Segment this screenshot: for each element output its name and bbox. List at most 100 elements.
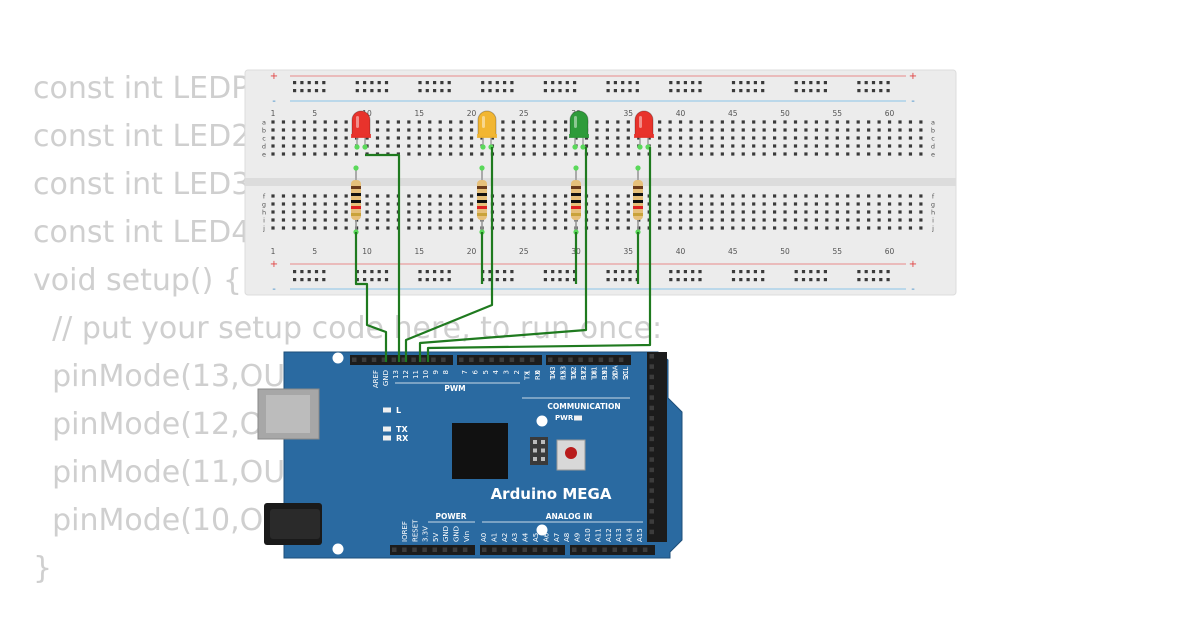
terminal-hole[interactable]	[501, 194, 505, 198]
rail-hole[interactable]	[447, 278, 451, 282]
terminal-hole[interactable]	[678, 144, 683, 148]
terminal-hole[interactable]	[877, 128, 881, 132]
rail-hole[interactable]	[293, 278, 297, 282]
terminal-hole[interactable]	[438, 226, 442, 230]
terminal-hole[interactable]	[271, 136, 275, 140]
terminal-hole[interactable]	[668, 202, 672, 206]
terminal-hole[interactable]	[553, 120, 557, 124]
header-pin[interactable]	[649, 509, 655, 514]
rail-hole[interactable]	[823, 270, 827, 274]
terminal-hole[interactable]	[417, 202, 421, 206]
terminal-hole[interactable]	[501, 144, 505, 148]
rail-hole[interactable]	[761, 89, 765, 93]
terminal-hole[interactable]	[856, 136, 860, 140]
rail-hole[interactable]	[676, 270, 680, 274]
rail-hole[interactable]	[314, 278, 319, 282]
terminal-hole[interactable]	[334, 210, 338, 214]
rail-hole[interactable]	[753, 89, 757, 93]
rail-hole[interactable]	[363, 81, 367, 85]
terminal-hole[interactable]	[731, 136, 735, 140]
terminal-hole[interactable]	[835, 128, 839, 132]
rail-hole[interactable]	[503, 89, 507, 93]
terminal-hole[interactable]	[532, 120, 536, 124]
terminal-hole[interactable]	[908, 136, 913, 140]
rail-hole[interactable]	[558, 270, 562, 274]
rail-hole[interactable]	[551, 270, 555, 274]
rail-hole[interactable]	[691, 81, 695, 85]
terminal-hole[interactable]	[616, 120, 620, 124]
terminal-hole[interactable]	[626, 218, 630, 222]
terminal-hole[interactable]	[407, 136, 411, 140]
terminal-hole[interactable]	[908, 202, 913, 206]
header-pin[interactable]	[411, 357, 416, 363]
terminal-hole[interactable]	[334, 194, 338, 198]
rail-hole[interactable]	[363, 270, 367, 274]
rail-hole[interactable]	[510, 81, 514, 85]
rail-hole[interactable]	[698, 89, 702, 93]
terminal-hole[interactable]	[396, 144, 400, 148]
terminal-hole[interactable]	[856, 194, 860, 198]
terminal-hole[interactable]	[773, 152, 777, 156]
terminal-hole[interactable]	[469, 120, 474, 124]
rail-hole[interactable]	[739, 81, 743, 85]
terminal-hole[interactable]	[271, 128, 275, 132]
rail-hole[interactable]	[440, 81, 444, 85]
rail-hole[interactable]	[551, 278, 555, 282]
terminal-hole[interactable]	[825, 144, 829, 148]
rail-hole[interactable]	[495, 81, 499, 85]
terminal-hole[interactable]	[292, 144, 296, 148]
header-pin[interactable]	[649, 498, 655, 504]
terminal-hole[interactable]	[407, 210, 411, 214]
rail-hole[interactable]	[418, 89, 422, 93]
rail-hole[interactable]	[801, 81, 806, 85]
terminal-hole[interactable]	[428, 136, 432, 140]
terminal-hole[interactable]	[762, 194, 766, 198]
rail-hole[interactable]	[293, 81, 297, 85]
terminal-hole[interactable]	[344, 194, 348, 198]
terminal-hole[interactable]	[616, 136, 620, 140]
terminal-hole[interactable]	[720, 120, 724, 124]
terminal-hole[interactable]	[449, 120, 453, 124]
rail-hole[interactable]	[322, 81, 326, 85]
terminal-hole[interactable]	[386, 202, 390, 206]
terminal-hole[interactable]	[313, 120, 317, 124]
terminal-hole[interactable]	[668, 144, 672, 148]
terminal-hole[interactable]	[438, 144, 442, 148]
terminal-hole[interactable]	[762, 152, 766, 156]
terminal-hole[interactable]	[605, 218, 609, 222]
rail-hole[interactable]	[857, 89, 861, 93]
rail-hole[interactable]	[543, 278, 547, 282]
terminal-hole[interactable]	[804, 202, 808, 206]
terminal-hole[interactable]	[616, 128, 620, 132]
terminal-hole[interactable]	[595, 210, 599, 214]
terminal-hole[interactable]	[689, 152, 693, 156]
terminal-hole[interactable]	[720, 128, 724, 132]
terminal-hole[interactable]	[480, 152, 484, 156]
rail-hole[interactable]	[551, 81, 555, 85]
terminal-hole[interactable]	[469, 226, 474, 230]
rail-hole[interactable]	[628, 81, 632, 85]
led-green[interactable]	[569, 110, 589, 150]
header-pin[interactable]	[649, 478, 655, 483]
rail-hole[interactable]	[886, 81, 890, 85]
header-pin[interactable]	[649, 457, 655, 462]
terminal-hole[interactable]	[469, 194, 474, 198]
terminal-hole[interactable]	[814, 194, 818, 198]
terminal-hole[interactable]	[699, 136, 704, 140]
header-pin[interactable]	[618, 357, 624, 363]
terminal-hole[interactable]	[731, 226, 735, 230]
terminal-hole[interactable]	[825, 120, 829, 124]
terminal-hole[interactable]	[773, 128, 777, 132]
terminal-hole[interactable]	[731, 210, 735, 214]
terminal-hole[interactable]	[459, 202, 463, 206]
rail-hole[interactable]	[488, 81, 492, 85]
rail-hole[interactable]	[879, 81, 883, 85]
rail-hole[interactable]	[384, 270, 389, 274]
terminal-hole[interactable]	[846, 144, 850, 148]
terminal-hole[interactable]	[323, 226, 327, 230]
terminal-hole[interactable]	[386, 120, 390, 124]
terminal-hole[interactable]	[710, 136, 714, 140]
terminal-hole[interactable]	[804, 226, 808, 230]
terminal-hole[interactable]	[605, 128, 609, 132]
terminal-hole[interactable]	[877, 120, 881, 124]
